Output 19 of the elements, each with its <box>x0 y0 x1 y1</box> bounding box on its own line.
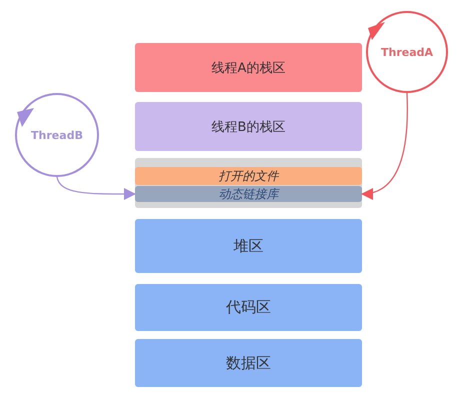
memory-region <box>135 186 362 202</box>
memory-region <box>135 219 362 273</box>
region-label: 代码区 <box>226 298 271 317</box>
region-label: 堆区 <box>234 236 264 256</box>
region-label: 线程A的栈区 <box>212 60 286 76</box>
memory-region <box>135 339 362 387</box>
thread-label: ThreadB <box>31 128 83 142</box>
memory-region <box>135 167 362 185</box>
thread-label: ThreadA <box>380 46 434 58</box>
region-label: 打开的文件 <box>218 168 278 184</box>
region-label: 数据区 <box>226 354 271 372</box>
memory-region <box>135 284 362 331</box>
memory-region <box>135 102 362 151</box>
arrow <box>56 176 136 200</box>
arrow <box>361 92 408 199</box>
region-label: 线程B的栈区 <box>212 118 286 136</box>
memory-region <box>135 43 362 92</box>
region-label: 动态链接库 <box>218 186 278 202</box>
memory-band <box>135 158 362 208</box>
